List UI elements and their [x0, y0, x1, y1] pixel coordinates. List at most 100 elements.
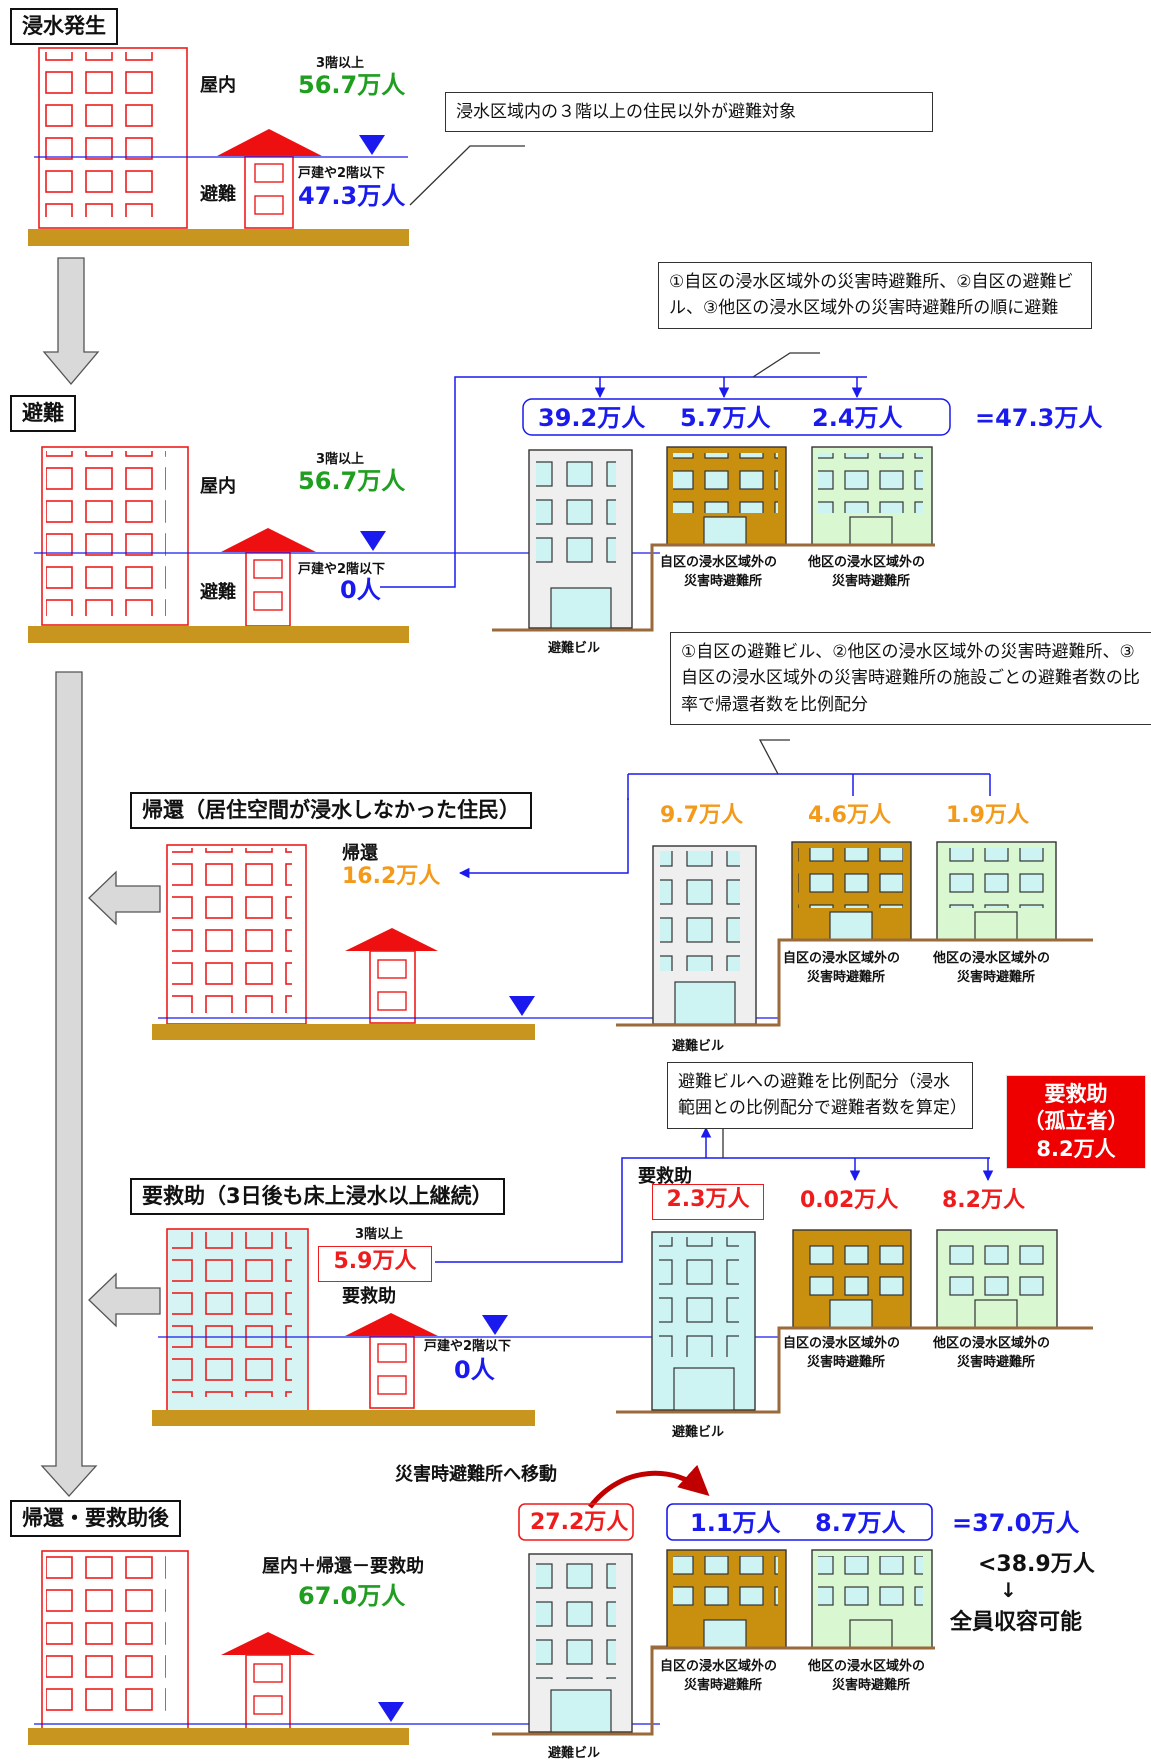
evac-building-count-frame [518, 1503, 634, 1541]
upper-floor-caption: 3階以上 [316, 56, 365, 71]
return-count-other-shelter: 1.9万人 [946, 803, 1029, 828]
other-shelter-label-1: 他区の浸水区域外の [933, 951, 1051, 966]
final-count-other-shelter: 8.7万人 [815, 1509, 906, 1537]
house [369, 950, 416, 1024]
stage1-callout: 浸水区域内の３階以上の住民以外が避難対象 [445, 92, 933, 133]
building-door [550, 1689, 612, 1733]
conclusion-label: 全員収容可能 [950, 1610, 1083, 1635]
other-shelter-label-2: 災害時避難所 [832, 574, 911, 589]
evacuee-count-frame [522, 398, 951, 436]
other-shelter-label-1: 他区の浸水区域外の [808, 1659, 926, 1674]
stage2-scene [28, 352, 951, 643]
upper-floor-caption: 3階以上 [355, 1227, 404, 1242]
stage3-title: 帰還（居住空間が浸水しなかった住民） [130, 792, 532, 830]
water-level-marker [482, 1315, 508, 1335]
lower-floor-caption: 戸建や2階以下 [298, 562, 386, 577]
stage1-title: 浸水発生 [10, 8, 118, 46]
other-shelter-label-1: 他区の浸水区域外の [808, 555, 926, 570]
evac-building-label: 避難ビル [672, 1039, 725, 1054]
stage2-title: 避難 [10, 395, 76, 433]
house-roof [217, 129, 322, 156]
rescue-count-own-shelter: 0.02万人 [800, 1188, 899, 1213]
building-door [673, 1367, 735, 1411]
evac-building-label: 避難ビル [548, 641, 601, 656]
rescue-count-evac-building: 2.3万人 [652, 1184, 764, 1220]
left-arrow-icon [88, 1272, 161, 1328]
ground [28, 626, 409, 643]
other-shelter-label-2: 災害時避難所 [957, 1355, 1036, 1370]
water-level-marker [359, 135, 385, 155]
evac-label: 避難 [200, 582, 236, 603]
own-shelter-label-2: 災害時避難所 [807, 970, 886, 985]
callout-pointer [752, 352, 820, 378]
other-shelter-label-2: 災害時避難所 [832, 1678, 911, 1693]
shelter-capacity: <38.9万人 [978, 1552, 1095, 1577]
return-route-line [458, 798, 629, 879]
final-indoor-value: 67.0万人 [298, 1582, 406, 1610]
isolated-rescue-line2: （孤立者） [1023, 1109, 1129, 1134]
isolated-rescue-line1: 要救助 [1044, 1082, 1108, 1106]
stage4-scene [88, 1114, 1093, 1426]
indoor-label: 屋内 [200, 476, 236, 497]
own-shelter-label-1: 自区の浸水区域外の [783, 1336, 901, 1351]
evac-label: 避難 [200, 184, 236, 205]
stage4-callout: 避難ビルへの避難を比例配分（浸水範囲との比例配分で避難者数を算定） [667, 1062, 973, 1129]
own-shelter-label-1: 自区の浸水区域外の [660, 555, 778, 570]
house-roof [221, 528, 316, 552]
evac-building-label: 避難ビル [548, 1746, 601, 1761]
house [369, 1335, 415, 1409]
stage3-callout: ①自区の避難ビル、②他区の浸水区域外の災害時避難所、③自区の浸水区域外の災害時避… [670, 632, 1151, 726]
isolated-rescue-line3: 8.2万人 [1036, 1136, 1116, 1161]
return-value: 16.2万人 [342, 864, 441, 889]
own-shelter-label-2: 災害時避難所 [807, 1355, 886, 1370]
lower-floor-caption: 戸建や2階以下 [424, 1339, 512, 1354]
ground [28, 1728, 409, 1745]
long-down-arrow-icon [40, 671, 98, 1497]
own-shelter-label-2: 災害時避難所 [684, 574, 763, 589]
return-count-own-shelter: 4.6万人 [808, 803, 891, 828]
isolated-rescue-box: 要救助 （孤立者） 8.2万人 [1006, 1075, 1146, 1169]
lower-floor-caption: 戸建や2階以下 [298, 166, 386, 181]
house [244, 155, 294, 229]
rescue-label: 要救助 [342, 1286, 396, 1307]
stage5-scene [28, 1464, 935, 1745]
upper-floor-rescue-value: 5.9万人 [318, 1246, 432, 1282]
final-count-evac-building: 27.2万人 [530, 1510, 629, 1535]
house-roof [345, 928, 438, 951]
return-count-evac-building: 9.7万人 [660, 803, 743, 828]
stage4-title: 要救助（3日後も床上浸水以上継続） [130, 1178, 505, 1216]
left-arrow-icon [88, 870, 161, 926]
shelter-count-frame [666, 1503, 933, 1541]
callout-pointer [758, 739, 790, 775]
stage1-scene [28, 47, 525, 246]
rescue-need-label: 要救助 [638, 1166, 692, 1187]
own-shelter-label-2: 災害時避難所 [684, 1678, 763, 1693]
count-other-shelter: 2.4万人 [812, 404, 903, 432]
down-arrow-icon [42, 257, 100, 386]
move-label: 災害時避難所へ移動 [395, 1464, 557, 1485]
house [245, 1654, 291, 1731]
evacuation-route-line [380, 376, 867, 588]
rescue-route-line [435, 1157, 990, 1263]
evac-building-label: 避難ビル [672, 1425, 725, 1440]
formula-label: 屋内＋帰還－要救助 [262, 1556, 424, 1577]
final-count-own-shelter: 1.1万人 [690, 1509, 781, 1537]
building-door [550, 587, 612, 629]
indoor-label: 屋内 [200, 75, 236, 96]
return-label: 帰還 [342, 843, 378, 864]
upper-floor-value: 56.7万人 [298, 467, 406, 495]
house-roof [345, 1313, 438, 1336]
upper-floor-value: 56.7万人 [298, 71, 406, 99]
ground [152, 1410, 535, 1426]
lower-floor-value: 0人 [340, 576, 381, 604]
move-arrow-icon [588, 1464, 710, 1509]
upper-floor-caption: 3階以上 [316, 452, 365, 467]
water-level-marker [378, 1702, 404, 1722]
own-shelter-label-1: 自区の浸水区域外の [660, 1659, 778, 1674]
house [245, 551, 291, 627]
ground [28, 229, 409, 246]
lower-floor-value: 0人 [454, 1356, 495, 1384]
water-level-marker [509, 996, 535, 1016]
callout-pointer [409, 145, 525, 206]
